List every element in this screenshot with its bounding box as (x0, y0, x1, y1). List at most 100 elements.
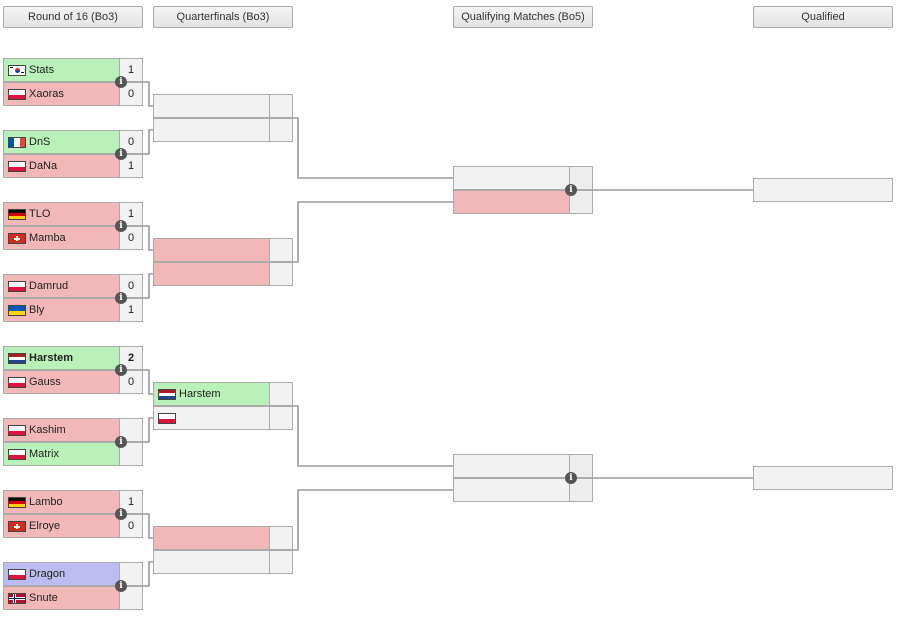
player-score (269, 95, 292, 117)
player-score (119, 443, 142, 465)
poland-flag-icon (8, 281, 26, 292)
player-name: Kashim (4, 419, 121, 441)
player-name: Lambo (4, 491, 121, 513)
player-score: 0 (119, 83, 142, 105)
player-score (119, 587, 142, 609)
player-name (154, 119, 271, 141)
connector-qf-qualifying (293, 201, 453, 263)
qualifying-score (569, 479, 592, 501)
player-score: 0 (119, 371, 142, 393)
column-header-round-of-16: Round of 16 (Bo3) (3, 6, 143, 28)
player-name (154, 551, 271, 573)
qualifying-slot-fill (454, 167, 570, 189)
player-score: 0 (119, 227, 142, 249)
quarterfinal-slot[interactable] (153, 406, 293, 430)
qualifying-slot[interactable] (453, 478, 593, 502)
player-name (154, 95, 271, 117)
connector-r16-qf (143, 81, 153, 107)
norway-flag-icon (8, 593, 26, 604)
connector-r16-qf (143, 369, 153, 395)
germany-flag-icon (8, 209, 26, 220)
player-name: Elroye (4, 515, 121, 537)
qualifying-slot-fill (454, 479, 570, 501)
player-score (119, 563, 142, 585)
poland-flag-icon (8, 377, 26, 388)
qualified-slot[interactable] (753, 466, 893, 490)
poland-flag-icon (8, 89, 26, 100)
match-info-icon[interactable]: i (115, 436, 127, 448)
player-name: Harstem (154, 383, 271, 405)
player-score (269, 551, 292, 573)
player-score (119, 419, 142, 441)
quarterfinal-slot[interactable] (153, 118, 293, 142)
south-korea-flag-icon (8, 65, 26, 76)
match-info-icon[interactable]: i (115, 148, 127, 160)
player-name: Matrix (4, 443, 121, 465)
match-info-icon[interactable]: i (565, 472, 577, 484)
qualifying-slot-fill (454, 191, 570, 213)
quarterfinal-slot[interactable] (153, 526, 293, 550)
player-name: Mamba (4, 227, 121, 249)
quarterfinal-slot[interactable] (153, 550, 293, 574)
quarterfinal-slot[interactable] (153, 94, 293, 118)
qualifying-slot-fill (454, 455, 570, 477)
match-info-icon[interactable]: i (115, 580, 127, 592)
connector-r16-qf (143, 225, 153, 251)
player-name: Stats (4, 59, 121, 81)
player-score: 0 (119, 275, 142, 297)
germany-flag-icon (8, 497, 26, 508)
qualifying-score (569, 191, 592, 213)
player-score: 0 (119, 131, 142, 153)
round16-slot-bottom[interactable]: Snute (3, 586, 143, 610)
player-name: Damrud (4, 275, 121, 297)
player-score (269, 119, 292, 141)
netherlands-flag-icon (8, 353, 26, 364)
player-score (269, 407, 292, 429)
player-score (269, 527, 292, 549)
player-score: 1 (119, 155, 142, 177)
player-name (154, 527, 271, 549)
player-name: Bly (4, 299, 121, 321)
poland-flag-icon (8, 449, 26, 460)
player-score: 1 (119, 299, 142, 321)
poland-flag-icon (158, 413, 176, 424)
player-name: DaNa (4, 155, 121, 177)
qualified-slot[interactable] (753, 178, 893, 202)
match-info-icon[interactable]: i (115, 364, 127, 376)
quarterfinal-slot[interactable] (153, 238, 293, 262)
player-score: 1 (119, 59, 142, 81)
quarterfinal-slot[interactable] (153, 262, 293, 286)
quarterfinal-slot[interactable]: Harstem (153, 382, 293, 406)
connector-r16-qf (143, 129, 153, 155)
match-info-icon[interactable]: i (565, 184, 577, 196)
ukraine-flag-icon (8, 305, 26, 316)
switzerland-flag-icon (8, 233, 26, 244)
qualifying-score (569, 167, 592, 189)
connector-qf-qualifying (293, 405, 453, 467)
poland-flag-icon (8, 569, 26, 580)
poland-flag-icon (8, 425, 26, 436)
connector-qf-qualifying (293, 117, 453, 179)
player-name: Xaoras (4, 83, 121, 105)
player-name (154, 239, 271, 261)
qualifying-slot[interactable] (453, 166, 593, 190)
player-score (269, 383, 292, 405)
column-header-quarterfinals: Quarterfinals (Bo3) (153, 6, 293, 28)
player-score: 1 (119, 491, 142, 513)
player-score: 2 (119, 347, 142, 369)
match-info-icon[interactable]: i (115, 76, 127, 88)
match-info-icon[interactable]: i (115, 508, 127, 520)
match-info-icon[interactable]: i (115, 220, 127, 232)
match-info-icon[interactable]: i (115, 292, 127, 304)
player-name: Dragon (4, 563, 121, 585)
netherlands-flag-icon (158, 389, 176, 400)
player-name: Gauss (4, 371, 121, 393)
